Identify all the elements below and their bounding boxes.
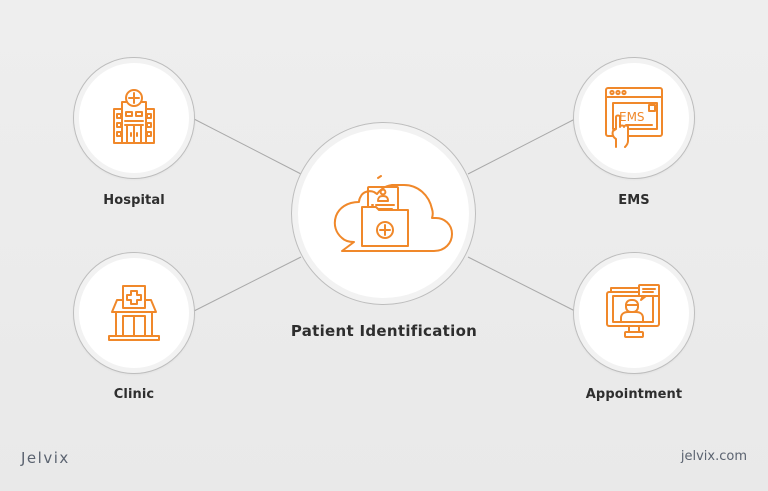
appointment-label: Appointment [585, 387, 683, 402]
hospital-building-icon [113, 89, 155, 144]
video-appointment-monitor-icon [606, 284, 660, 338]
connector-clinic-center [193, 256, 302, 312]
ems-node: EMS [573, 57, 695, 179]
patient-identification-label: Patient Identification [290, 322, 478, 340]
connector-appointment-center [467, 256, 576, 312]
hospital-node [73, 57, 195, 179]
svg-text:EMS: EMS [619, 110, 645, 124]
clinic-building-icon [108, 285, 160, 341]
patient-identification-node [291, 122, 476, 305]
clinic-label: Clinic [113, 387, 155, 402]
jelvix-logo: Jelvix [21, 449, 70, 467]
connector-ems-center [467, 118, 576, 175]
hospital-label: Hospital [103, 193, 165, 208]
cloud-patient-folder-icon [333, 174, 453, 252]
appointment-node [573, 252, 695, 374]
clinic-node [73, 252, 195, 374]
ems-browser-hand-icon: EMS [605, 87, 663, 148]
connector-hospital-center [193, 118, 302, 175]
ems-label: EMS [618, 193, 650, 208]
website-text: jelvix.com [680, 449, 747, 464]
